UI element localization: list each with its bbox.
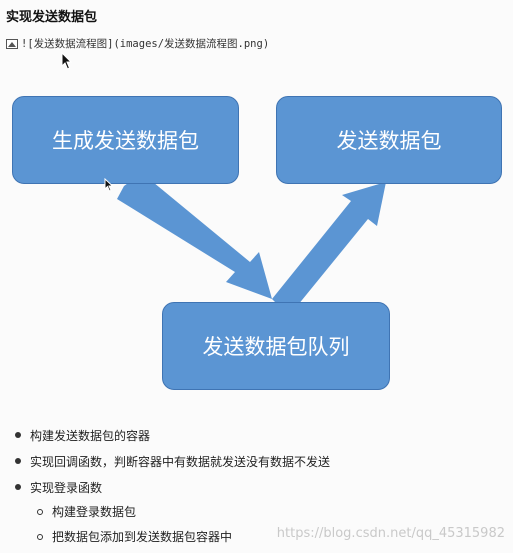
box-send-packet: 发送数据包 — [276, 96, 502, 184]
markdown-image-line[interactable]: ![发送数据流程图](images/发送数据流程图.png) — [6, 36, 269, 51]
sub-bullet-circle — [37, 534, 43, 540]
bullet-dot — [15, 432, 21, 438]
mouse-cursor-icon — [61, 52, 73, 70]
bullet-dot — [15, 458, 21, 464]
list-item: 实现回调函数，判断容器中有数据就发送没有数据不发送 — [30, 455, 331, 469]
watermark-url: https://blog.csdn.net/qq_45315982 — [276, 526, 505, 541]
box-packet-queue: 发送数据包队列 — [162, 302, 390, 390]
mouse-cursor-small-icon — [104, 178, 114, 192]
markdown-image-text: ![发送数据流程图](images/发送数据流程图.png) — [21, 38, 270, 50]
list-item: 构建发送数据包的容器 — [30, 429, 151, 443]
section-heading: 实现发送数据包 — [6, 10, 98, 25]
bullet-dot — [15, 484, 21, 490]
arrow-generate-to-queue — [117, 173, 272, 299]
sub-bullet-circle — [37, 509, 43, 515]
image-icon — [6, 38, 18, 49]
sub-list-item: 构建登录数据包 — [52, 505, 137, 519]
sub-list-item: 把数据包添加到发送数据包容器中 — [52, 530, 233, 544]
arrow-queue-to-send — [272, 182, 386, 316]
box-generate-packet: 生成发送数据包 — [12, 96, 239, 184]
list-item: 实现登录函数 — [30, 481, 103, 495]
